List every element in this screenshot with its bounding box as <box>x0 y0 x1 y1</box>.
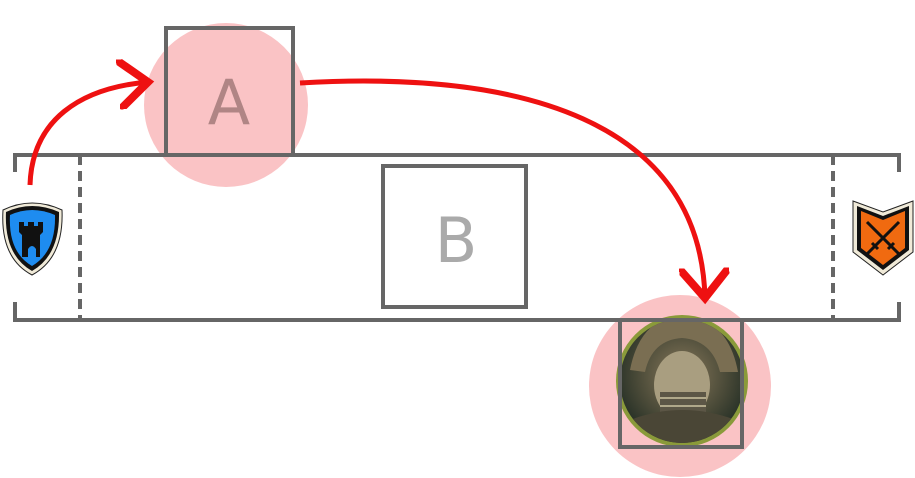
zone-b-label: B <box>435 204 478 277</box>
arrow-zone-a-to-hero <box>299 78 705 298</box>
hero-target-box <box>618 318 744 449</box>
zone-b-box <box>381 164 528 309</box>
attacker-crossed-swords-shield-icon <box>852 200 914 276</box>
zone-a-label: A <box>208 66 250 139</box>
defender-tower-shield-icon <box>2 202 63 276</box>
zone-a-highlight <box>144 23 308 187</box>
hero-portrait <box>616 315 748 447</box>
zone-a-box <box>164 26 295 157</box>
arrow-to-zone-a <box>27 82 148 186</box>
lane <box>13 153 901 322</box>
